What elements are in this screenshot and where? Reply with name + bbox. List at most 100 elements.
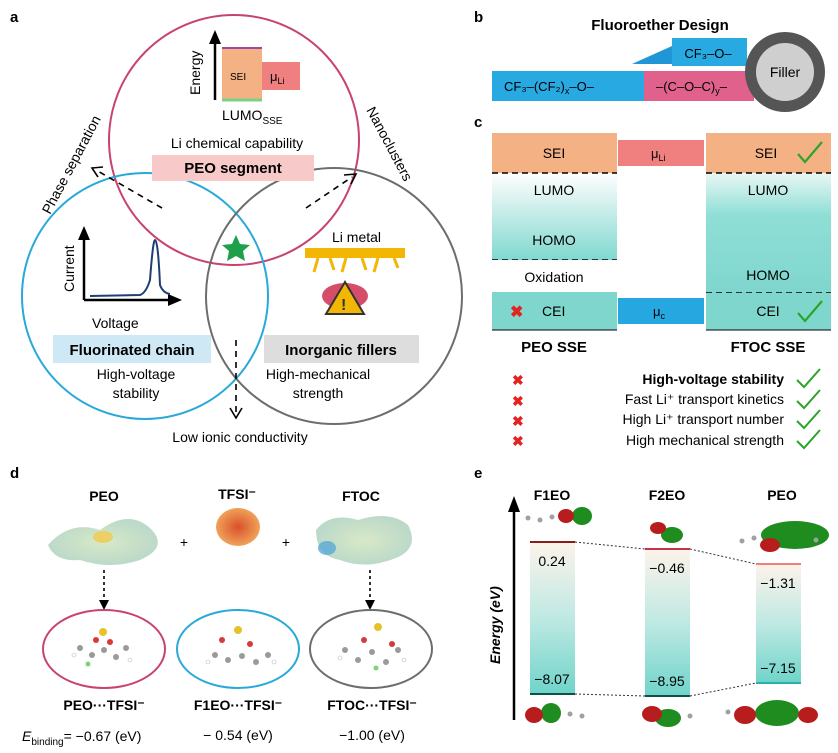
orbital-isosurfaces	[525, 507, 829, 727]
ftoc-sei-block	[706, 133, 831, 173]
voltage-axis-label: Voltage	[92, 315, 139, 331]
plus-sign-1: +	[180, 534, 188, 550]
svg-text:μc: μc	[653, 304, 666, 321]
peo-sse-label: PEO SSE	[521, 339, 587, 356]
c-mu-c: μ	[653, 304, 661, 319]
mu-li-box	[618, 140, 704, 166]
high-mech-line1: High-mechanical	[266, 366, 370, 382]
peo-sei-label: SEI	[543, 145, 566, 161]
filler-inner	[756, 43, 814, 101]
li-chem-capability: Li chemical capability	[171, 135, 303, 151]
cv-plot: Current Voltage	[61, 226, 182, 331]
f2eo-title: F2EO	[649, 487, 686, 503]
arrow-phase-separation	[95, 169, 163, 209]
svg-text:!: !	[341, 297, 346, 314]
peo-lumo-label: LUMO	[534, 182, 575, 198]
high-mech-line2: strength	[293, 385, 344, 401]
property-list: ✖ High-voltage stability ✖ Fast Li⁺ tran…	[512, 368, 821, 450]
peo-homo-label: HOMO	[532, 232, 576, 248]
peo-cei-cross-icon: ✖	[510, 304, 523, 321]
peo-gap-bar	[756, 564, 801, 683]
arrow-nanoclusters	[305, 176, 353, 209]
property-item: Fast Li⁺ transport kinetics	[625, 391, 784, 407]
li-metal-bar	[305, 248, 405, 258]
ebinding-sub: binding	[31, 737, 63, 748]
peo-oxidation-label: Oxidation	[524, 269, 583, 285]
peo-cei-block	[492, 292, 617, 330]
inorganic-fillers-label: Inorganic fillers	[285, 342, 397, 359]
li-metal-graphic: Li metal !	[305, 229, 405, 315]
fluoroether-design-title: Fluoroether Design	[591, 17, 729, 34]
peo-pre: –(C–O–C)	[656, 79, 715, 94]
phase-separation-label: Phase separation	[39, 113, 104, 217]
f1eo-gap-bar	[530, 542, 575, 694]
peo-lumo-homo-block	[492, 173, 617, 260]
ftoc-cei-check-icon	[797, 300, 823, 323]
f1eo-tfsi-ellipse	[176, 609, 300, 689]
fluorinated-chain-box	[53, 335, 211, 363]
f2eo-gap-bar	[645, 549, 690, 696]
ftoc-molecule-title: FTOC	[342, 488, 380, 504]
inorganic-fillers-box	[264, 335, 419, 363]
cross-icon: ✖	[512, 433, 524, 449]
inorganic-circle	[205, 167, 463, 425]
mu-li-block	[262, 62, 300, 90]
panel-label-d: d	[10, 465, 19, 482]
peo-circle	[108, 14, 360, 266]
mu-sub: Li	[278, 76, 285, 86]
panel-label-a: a	[10, 9, 19, 26]
ftoc-sei-label: SEI	[755, 145, 778, 161]
peo-segment-label: PEO segment	[184, 160, 282, 177]
tfsi-molecule-title: TFSI⁻	[218, 486, 256, 502]
plus-sign-2: +	[282, 534, 290, 550]
cross-icon: ✖	[512, 413, 524, 429]
f1eo-lumo-value: 0.24	[538, 553, 565, 569]
ftoc-tfsi-ellipse	[309, 609, 433, 689]
panel-label-b: b	[474, 9, 483, 26]
check-icon	[796, 409, 821, 430]
peo-cei-label: CEI	[542, 303, 565, 319]
mu-symbol: μ	[270, 69, 278, 84]
peo-homo-value: −7.15	[760, 660, 796, 676]
ebinding-label: E	[22, 728, 32, 744]
cf3o-label: CF₃–O–	[684, 46, 732, 61]
ebinding-peo-value: = −0.67 (eV)	[64, 728, 142, 744]
fluoro-chain-box	[492, 71, 644, 101]
check-icon	[796, 429, 821, 450]
energy-inset: Energy SEI μLi LUMOSSE	[187, 30, 300, 127]
filler-label: Filler	[770, 64, 801, 80]
peo-sub-y: y	[715, 86, 720, 96]
lumo-sub: SSE	[262, 116, 282, 127]
property-item: High mechanical strength	[626, 432, 784, 448]
ftoc-homo-label: HOMO	[746, 267, 790, 283]
ftoc-lumo-homo-block	[706, 173, 831, 293]
sei-label: SEI	[230, 72, 246, 83]
li-metal-label: Li metal	[332, 229, 381, 245]
ftoc-cei-block	[706, 293, 831, 330]
svg-text:LUMOSSE: LUMOSSE	[222, 107, 283, 127]
f2eo-homo-value: −8.95	[649, 673, 685, 689]
chain-post: –O–	[569, 79, 594, 94]
svg-text:μLi: μLi	[651, 146, 666, 163]
peo-title-e: PEO	[767, 487, 797, 503]
check-icon	[796, 368, 821, 389]
chain-pre: CF₃–(CF₂)	[504, 79, 565, 94]
cf3o-box	[672, 38, 747, 66]
f1eo-homo-value: −8.07	[534, 671, 570, 687]
ftoc-esp-surface	[316, 516, 412, 565]
check-icon	[796, 389, 821, 410]
ftoc-lumo-label: LUMO	[748, 182, 789, 198]
current-axis-label: Current	[61, 245, 77, 292]
peo-post: –	[720, 79, 728, 94]
low-ionic-conductivity: Low ionic conductivity	[172, 429, 307, 445]
peo-chain-box	[644, 71, 754, 101]
chain-sub-x: x	[565, 86, 570, 96]
peo-oxidation-block	[492, 260, 617, 292]
svg-text:–(C–O–C)y–: –(C–O–C)y–	[656, 79, 728, 96]
c-mu-c-sub: c	[661, 311, 666, 321]
svg-text:Ebinding= −0.67 (eV): Ebinding= −0.67 (eV)	[22, 728, 141, 748]
mu-c-box	[618, 298, 704, 324]
hv-stability-line2: stability	[113, 385, 160, 401]
lumo-label: LUMO	[222, 107, 263, 123]
